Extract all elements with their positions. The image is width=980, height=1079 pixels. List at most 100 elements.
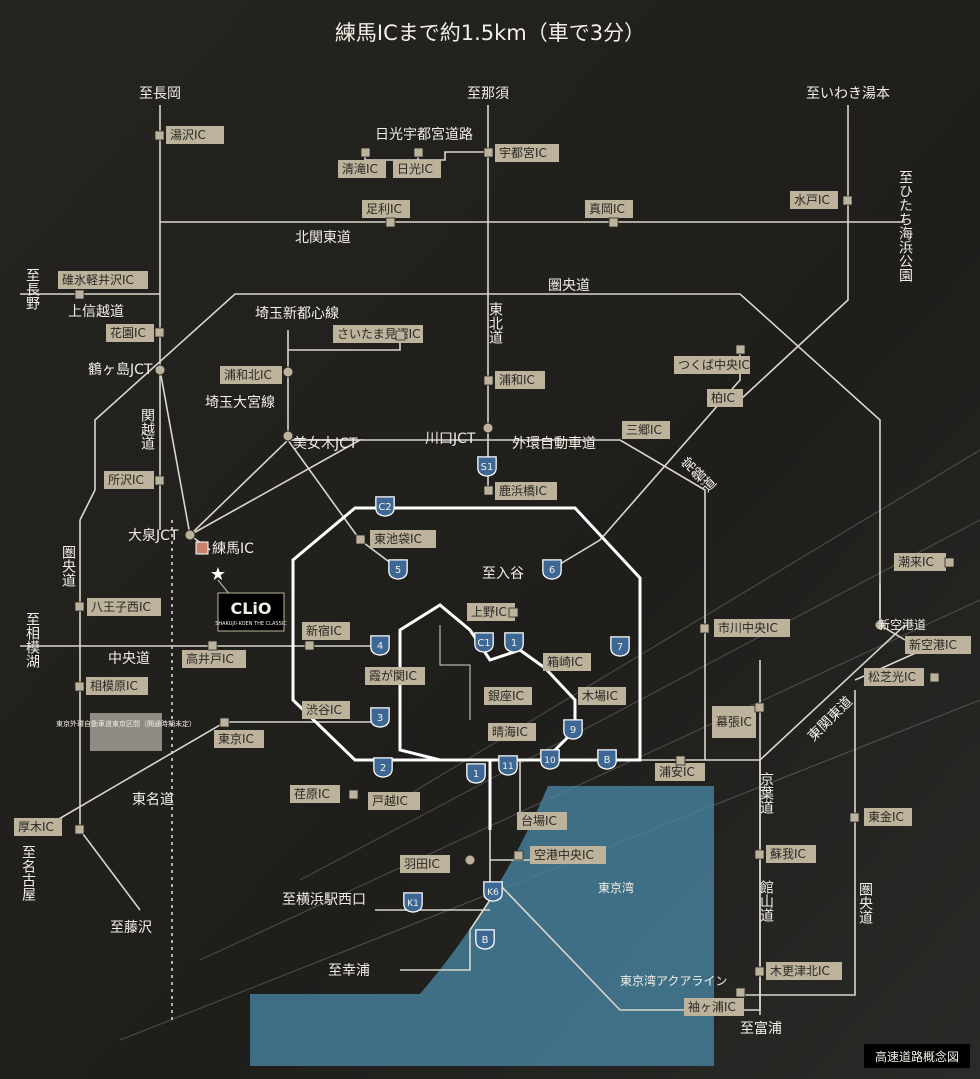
gaikan-note-box: 東京外環自動車道東京区間（開通時期未定）	[56, 713, 196, 751]
dest-sagamiko: 至相模湖	[24, 612, 40, 669]
ic-tokyo: 東京IC	[218, 732, 254, 746]
shield-11: 11	[498, 755, 518, 776]
svg-text:B: B	[604, 755, 611, 766]
shield-1a: 1	[504, 632, 524, 653]
ic-ashikaga: 足利IC	[366, 202, 402, 216]
shield-1b: 1	[466, 763, 486, 784]
ic-kasumigaseki: 霞が関IC	[369, 668, 417, 683]
nerima-ic-marker: 練馬IC	[195, 541, 254, 557]
road-kenou-north: 圏央道	[548, 278, 590, 294]
dest-hitachi: 至ひたち海浜公園	[897, 170, 913, 282]
road-joshinetsu: 上信越道	[68, 304, 124, 320]
ic-tsukuba: つくば中央IC	[678, 357, 750, 372]
road-keiyo: 京葉道	[758, 772, 774, 815]
shutoko-shields: C2 S1 5 6 C1 1 4 7 3 9 10 B 2 11 1 K6 K1…	[370, 456, 630, 950]
dest-nagano: 至長野	[24, 268, 40, 310]
ic-kashiwa: 柏IC	[711, 390, 735, 405]
shield-k1: K1	[403, 892, 423, 913]
ic-labels: 湯沢IC 清滝IC 日光IC 宇都宮IC 足利IC 真岡IC 水戸IC 碓氷軽井…	[14, 126, 971, 1016]
ic-nikko: 日光IC	[397, 162, 433, 176]
road-aqualine: 東京湾アクアライン	[620, 973, 727, 988]
dest-yokohama: 至横浜駅西口	[282, 892, 366, 908]
svg-text:K6: K6	[487, 888, 499, 898]
ic-mooka: 真岡IC	[589, 202, 625, 216]
svg-text:10: 10	[544, 756, 556, 766]
svg-text:6: 6	[549, 565, 555, 576]
shield-10: 10	[540, 749, 560, 770]
ic-ichikawa: 市川中央IC	[718, 620, 778, 635]
ic-shinkuko: 新空港IC	[909, 637, 957, 652]
dest-nagoya: 至名古屋	[20, 845, 36, 902]
ic-saitama-minuma: さいたま見沼IC	[337, 327, 421, 341]
ic-ginza: 銀座IC	[488, 688, 524, 703]
ic-takaido: 高井戸IC	[186, 651, 234, 666]
ic-kuko-chuo: 空港中央IC	[534, 847, 594, 862]
road-tomei: 東名道	[132, 792, 174, 808]
road-nikko: 日光宇都宮道路	[375, 127, 473, 143]
shield-c2: C2	[375, 496, 395, 517]
dest-nagaoka: 至長岡	[139, 86, 181, 102]
svg-text:4: 4	[377, 641, 383, 652]
junction-dots	[154, 364, 886, 866]
ic-sagamihara: 相模原IC	[90, 679, 138, 693]
ic-misato: 三郷IC	[626, 423, 662, 437]
ic-haneda: 羽田IC	[404, 857, 440, 871]
shield-5: 5	[388, 559, 408, 580]
legend-title: 高速道路概念図	[875, 1049, 959, 1064]
shield-3: 3	[370, 707, 390, 728]
c1-inner-lines	[439, 625, 471, 720]
ic-kazo: 花園IC	[110, 325, 146, 340]
road-tateyama: 館山道	[758, 879, 774, 923]
dest-iriya: 至入谷	[482, 566, 524, 582]
road-gaikan: 外環自動車道	[512, 435, 596, 452]
road-kenou-east: 圏央道	[857, 882, 873, 925]
road-saitama-shintoshin: 埼玉新都心線	[255, 306, 339, 322]
ic-urawakita: 浦和北IC	[224, 368, 272, 382]
ic-kisarazu: 木更津北IC	[770, 964, 830, 978]
svg-text:K1: K1	[407, 899, 419, 909]
road-kitakanto: 北関東道	[295, 230, 351, 246]
road-shinkuko: 新空港道	[878, 617, 926, 632]
shield-2: 2	[373, 757, 393, 778]
dest-kouura: 至幸浦	[328, 963, 370, 979]
ic-tokorozawa: 所沢IC	[108, 473, 144, 487]
shield-4: 4	[370, 635, 390, 656]
svg-text:C1: C1	[477, 638, 490, 649]
shield-k6: K6	[483, 881, 503, 902]
ic-urawa: 浦和IC	[499, 373, 535, 387]
logo-sub: SHAKUJII-KOEN THE CLASSIC	[215, 621, 287, 627]
svg-text:2: 2	[380, 763, 386, 774]
star-icon: ★	[210, 564, 226, 585]
tokyo-bay-label: 東京湾	[598, 880, 634, 895]
ic-makuhari: 幕張IC	[716, 715, 752, 729]
svg-text:7: 7	[617, 642, 623, 653]
road-saitama-omiya: 埼玉大宮線	[205, 395, 275, 411]
shield-c1: C1	[474, 632, 494, 653]
ic-kahoku: 鹿浜橋IC	[499, 483, 547, 498]
ic-yuzawa: 湯沢IC	[170, 128, 206, 142]
ic-daiba: 台場IC	[521, 813, 557, 828]
clio-logo: CLiO SHAKUJII-KOEN THE CLASSIC	[215, 592, 287, 632]
shield-b-south: B	[475, 929, 495, 950]
road-kanetsu: 関越道	[139, 408, 155, 451]
ic-togane: 東金IC	[868, 809, 904, 824]
ic-hachioji: 八王子西IC	[91, 600, 151, 614]
dest-iwaki: 至いわき湯本	[806, 85, 890, 102]
ic-shinjuku: 新宿IC	[306, 623, 342, 638]
ic-markers	[74, 130, 955, 998]
ic-ueno: 上野IC	[471, 605, 507, 619]
ic-shibuya: 渋谷IC	[306, 703, 342, 717]
ic-nerima: 練馬IC	[212, 541, 254, 557]
jct-kawaguchi: 川口JCT	[425, 431, 476, 447]
c1-loop	[398, 603, 577, 762]
ic-higashi-ikebukuro: 東池袋IC	[374, 532, 422, 546]
svg-text:1: 1	[473, 769, 479, 780]
svg-text:S1: S1	[481, 462, 494, 473]
ic-ebara: 荏原IC	[294, 787, 330, 801]
gaikan-note: 東京外環自動車道東京区間（開通時期未定）	[56, 719, 196, 728]
dest-fujisawa: 至藤沢	[110, 920, 152, 936]
road-chuo: 中央道	[108, 651, 150, 667]
ic-soga: 蘇我IC	[770, 847, 806, 861]
road-kenou-west: 圏央道	[60, 545, 76, 588]
